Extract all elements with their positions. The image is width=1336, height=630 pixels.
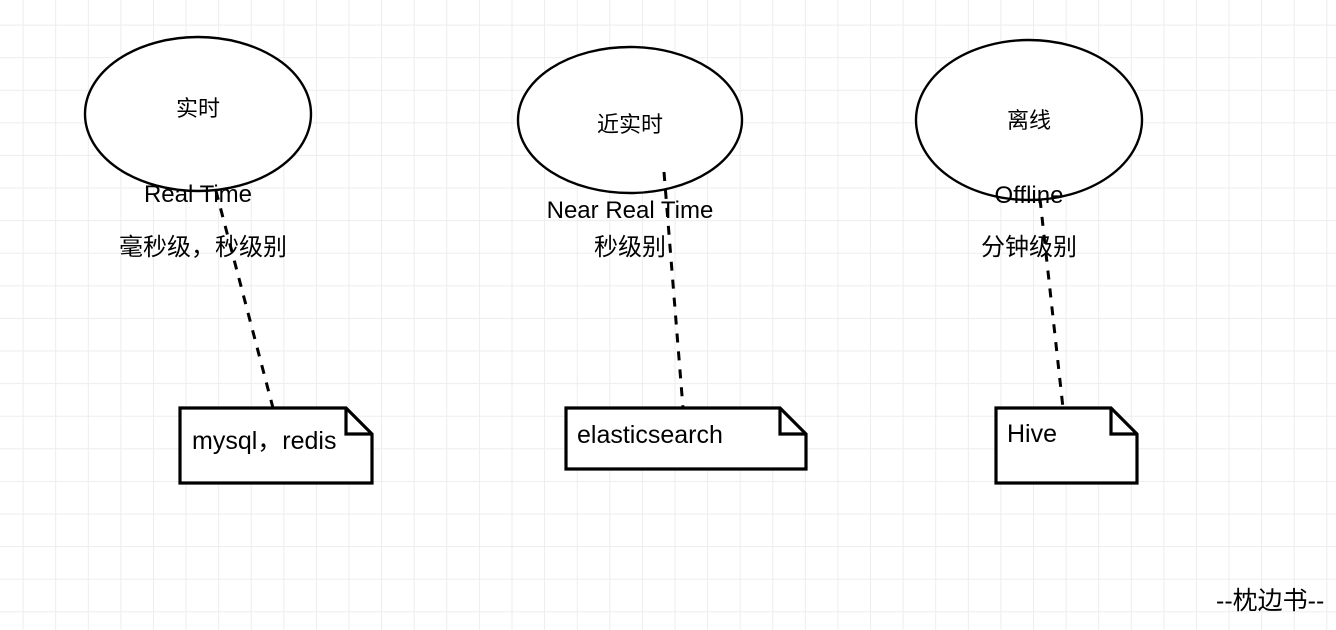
watermark-signature: --枕边书--: [1216, 587, 1325, 615]
edge-label-near-real-time-to-elasticsearch: 秒级别: [594, 234, 666, 261]
note-label-mysql-redis: mysql，redis: [192, 427, 337, 455]
node-shape-offline[interactable]: [914, 38, 1144, 202]
note-label-hive: Hive: [1007, 420, 1058, 448]
note-label-elasticsearch: elasticsearch: [577, 421, 723, 449]
note-shape-mysql-redis[interactable]: [178, 406, 374, 485]
node-shape-real-time[interactable]: [83, 35, 313, 193]
note-shape-elasticsearch[interactable]: [564, 406, 808, 471]
node-shape-near-real-time[interactable]: [516, 45, 744, 195]
note-shape-hive[interactable]: [994, 406, 1139, 485]
edge-label-real-time-to-mysql-redis: 毫秒级，秒级别: [119, 234, 287, 261]
edge-near-real-time-to-elasticsearch[interactable]: [662, 171, 685, 409]
edge-label-offline-to-hive: 分钟级别: [981, 234, 1077, 261]
edge-real-time-to-mysql-redis[interactable]: [214, 190, 275, 409]
